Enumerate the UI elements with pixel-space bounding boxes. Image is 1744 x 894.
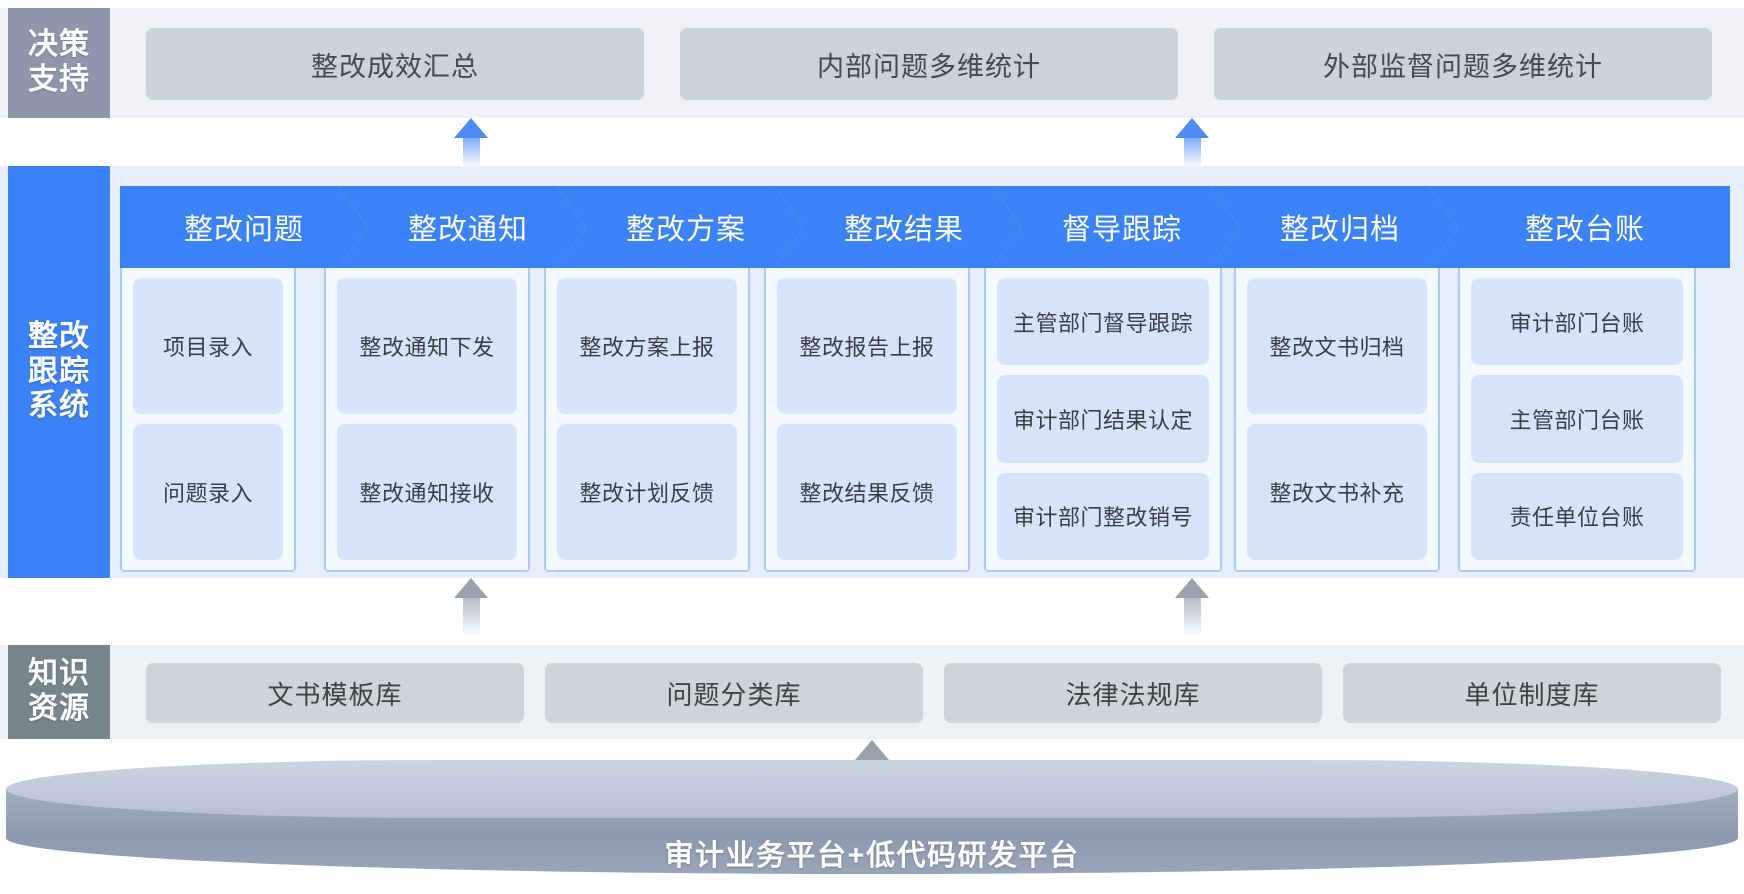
stage-item[interactable]: 审计部门整改销号 [997,472,1209,560]
stage-column-rectification-plan: 整改方案上报 整改计划反馈 [544,268,750,572]
decision-card-external-supervision-stats[interactable]: 外部监督问题多维统计 [1214,28,1712,100]
decision-card-label: 外部监督问题多维统计 [1323,51,1603,82]
stage-item[interactable]: 整改报告上报 [777,278,957,414]
stage-chevron-rectification-ledger[interactable]: 整改台账 [1428,186,1730,268]
stage-column-rectification-ledger: 审计部门台账 主管部门台账 责任单位台账 [1458,268,1696,572]
tracking-system-content: 整改问题 整改通知 整改方案 整改结果 督导跟踪 整改归档 整改台账 项目录入 [120,172,1730,572]
stage-column-rectification-result: 整改报告上报 整改结果反馈 [764,268,970,572]
knowledge-resources-label: 知识 资源 [8,645,110,739]
decision-card-rectification-summary[interactable]: 整改成效汇总 [146,28,644,100]
knowledge-card-label: 法律法规库 [1065,679,1201,710]
knowledge-card-label: 问题分类库 [666,679,802,710]
stage-label: 整改归档 [1279,214,1400,246]
arrow-head-icon [454,578,488,598]
arrow-decision-right [1175,118,1209,168]
stage-item[interactable]: 整改文书补充 [1247,424,1427,560]
stage-item[interactable]: 审计部门结果认定 [997,375,1209,463]
decision-card-internal-issue-stats[interactable]: 内部问题多维统计 [680,28,1178,100]
decision-support-label: 决策 支持 [8,8,110,118]
stage-item[interactable]: 审计部门台账 [1471,278,1683,366]
stage-label: 整改结果 [843,214,964,246]
arrow-head-icon [454,118,488,138]
arrow-tail [1183,598,1201,638]
stage-item[interactable]: 主管部门台账 [1471,375,1683,463]
tracking-system-label-line-3: 系统 [28,389,90,423]
stage-item[interactable]: 整改结果反馈 [777,424,957,560]
stage-item[interactable]: 整改计划反馈 [557,424,737,560]
stage-column-rectification-issue: 项目录入 问题录入 [120,268,296,572]
decision-card-label: 内部问题多维统计 [817,51,1041,82]
decision-card-label: 整改成效汇总 [311,51,479,82]
tracking-system-label-line-1: 整改 [28,319,90,353]
arrow-tail [462,138,480,168]
stage-chevron-band: 整改问题 整改通知 整改方案 整改结果 督导跟踪 整改归档 整改台账 [120,186,1730,268]
arrow-head-icon [855,740,889,760]
knowledge-card-label: 单位制度库 [1464,679,1600,710]
platform-cylinder-top [6,760,1738,818]
platform-base: 审计业务平台+低代码研发平台 [6,760,1738,890]
stage-item[interactable]: 问题录入 [133,424,283,560]
stage-chevron-rectification-archive[interactable]: 整改归档 [1210,186,1458,268]
knowledge-card-law-regulation-library[interactable]: 法律法规库 [944,663,1322,723]
stage-chevron-rectification-plan[interactable]: 整改方案 [556,186,804,268]
stage-chevron-rectification-result[interactable]: 整改结果 [774,186,1022,268]
stage-label: 整改台账 [1524,214,1645,246]
stage-item[interactable]: 整改方案上报 [557,278,737,414]
arrow-knowledge-right [1175,578,1209,638]
stage-item[interactable]: 整改文书归档 [1247,278,1427,414]
stage-item[interactable]: 项目录入 [133,278,283,414]
tracking-system-label-line-2: 跟踪 [28,354,90,388]
stage-item[interactable]: 整改通知下发 [337,278,517,414]
knowledge-card-document-template-library[interactable]: 文书模板库 [146,663,524,723]
knowledge-resources-label-line-1: 知识 [28,657,90,691]
tracking-system-label: 整改 跟踪 系统 [8,166,110,578]
arrow-tail [462,598,480,638]
stage-chevron-rectification-notice[interactable]: 整改通知 [338,186,586,268]
stage-item[interactable]: 责任单位台账 [1471,472,1683,560]
stage-chevron-supervision-tracking[interactable]: 督导跟踪 [992,186,1240,268]
stage-label: 督导跟踪 [1061,214,1182,246]
knowledge-resources-label-line-2: 资源 [28,692,90,725]
stage-column-rectification-archive: 整改文书归档 整改文书补充 [1234,268,1440,572]
stage-item[interactable]: 整改通知接收 [337,424,517,560]
stage-label: 整改方案 [625,214,746,246]
decision-support-label-line-2: 支持 [28,63,90,96]
platform-label: 审计业务平台+低代码研发平台 [664,840,1080,872]
stage-label: 整改问题 [183,214,304,246]
arrow-decision-left [454,118,488,168]
stage-column-rectification-notice: 整改通知下发 整改通知接收 [324,268,530,572]
arrow-knowledge-left [454,578,488,638]
knowledge-card-issue-classification-library[interactable]: 问题分类库 [545,663,923,723]
stage-label: 整改通知 [407,214,528,246]
knowledge-card-institution-policy-library[interactable]: 单位制度库 [1343,663,1721,723]
decision-support-label-line-1: 决策 [28,28,90,62]
stage-column-supervision-tracking: 主管部门督导跟踪 审计部门结果认定 审计部门整改销号 [984,268,1222,572]
arrow-tail [1183,138,1201,168]
knowledge-card-label: 文书模板库 [267,679,403,710]
stage-chevron-rectification-issue[interactable]: 整改问题 [120,186,368,268]
arrow-head-icon [1175,118,1209,138]
stage-item[interactable]: 主管部门督导跟踪 [997,278,1209,366]
arrow-head-icon [1175,578,1209,598]
